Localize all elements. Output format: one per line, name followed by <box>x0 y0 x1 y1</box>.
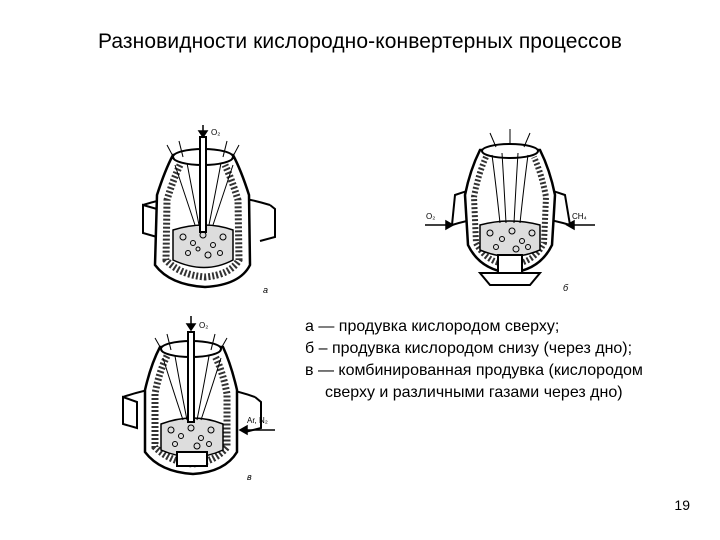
oxygen-arrow-icon <box>185 316 197 332</box>
gas-flow-lines <box>489 129 531 224</box>
legend-item-c-continuation: сверху и различными газами через дно) <box>325 384 623 401</box>
methane-inlet-arrow-icon <box>565 219 595 231</box>
inert-gas-inlet-arrow-icon <box>238 424 275 436</box>
figure-letter-c: в <box>247 472 252 482</box>
page-number: 19 <box>674 497 690 513</box>
oxygen-lance <box>187 331 195 423</box>
converter-b-body <box>450 143 572 286</box>
legend-item-b-text: б – продувка кислородом снизу (через дно… <box>305 340 633 357</box>
oxygen-lance <box>199 136 207 233</box>
legend-item-c-text: в — комбинированная продувка (кислородом <box>305 362 643 379</box>
converter-combined-blowing-illustration: O₂ Ar, N₂ в <box>122 316 275 482</box>
gas-label-ar-n2-right: Ar, N₂ <box>247 416 268 425</box>
gas-label-o2-top: O₂ <box>199 321 208 330</box>
gas-label-o2-left: O₂ <box>426 212 435 221</box>
converter-top-blowing-illustration: O₂ а <box>142 125 276 295</box>
oxygen-inlet-arrow-icon <box>425 219 455 231</box>
legend-item-a: а — продувка кислородом сверху; <box>305 316 705 338</box>
bath-bubbles <box>179 231 227 259</box>
gas-label-ch4-right: CH₄ <box>572 212 587 221</box>
legend-item-a-text: а — продувка кислородом сверху; <box>305 318 560 335</box>
figure-letter-b: б <box>563 283 569 293</box>
bath-bubbles <box>486 227 536 253</box>
oxygen-arrow-icon <box>197 125 209 139</box>
legend-item-b: б – продувка кислородом снизу (через дно… <box>305 338 705 360</box>
figure-legend: а — продувка кислородом сверху; б – прод… <box>305 316 705 404</box>
gas-flow-lines <box>154 333 228 421</box>
gas-label-o2-top: O₂ <box>211 128 220 137</box>
gas-flow-lines <box>166 140 240 226</box>
figure-letter-a: а <box>263 285 268 295</box>
converter-bottom-blowing-illustration: O₂ CH₄ б <box>425 129 595 293</box>
bath-bubbles <box>167 424 215 450</box>
slide-title: Разновидности кислородно-конвертерных пр… <box>97 30 623 53</box>
legend-item-c: в — комбинированная продувка (кислородом… <box>305 360 705 404</box>
converter-a-body <box>142 148 276 289</box>
